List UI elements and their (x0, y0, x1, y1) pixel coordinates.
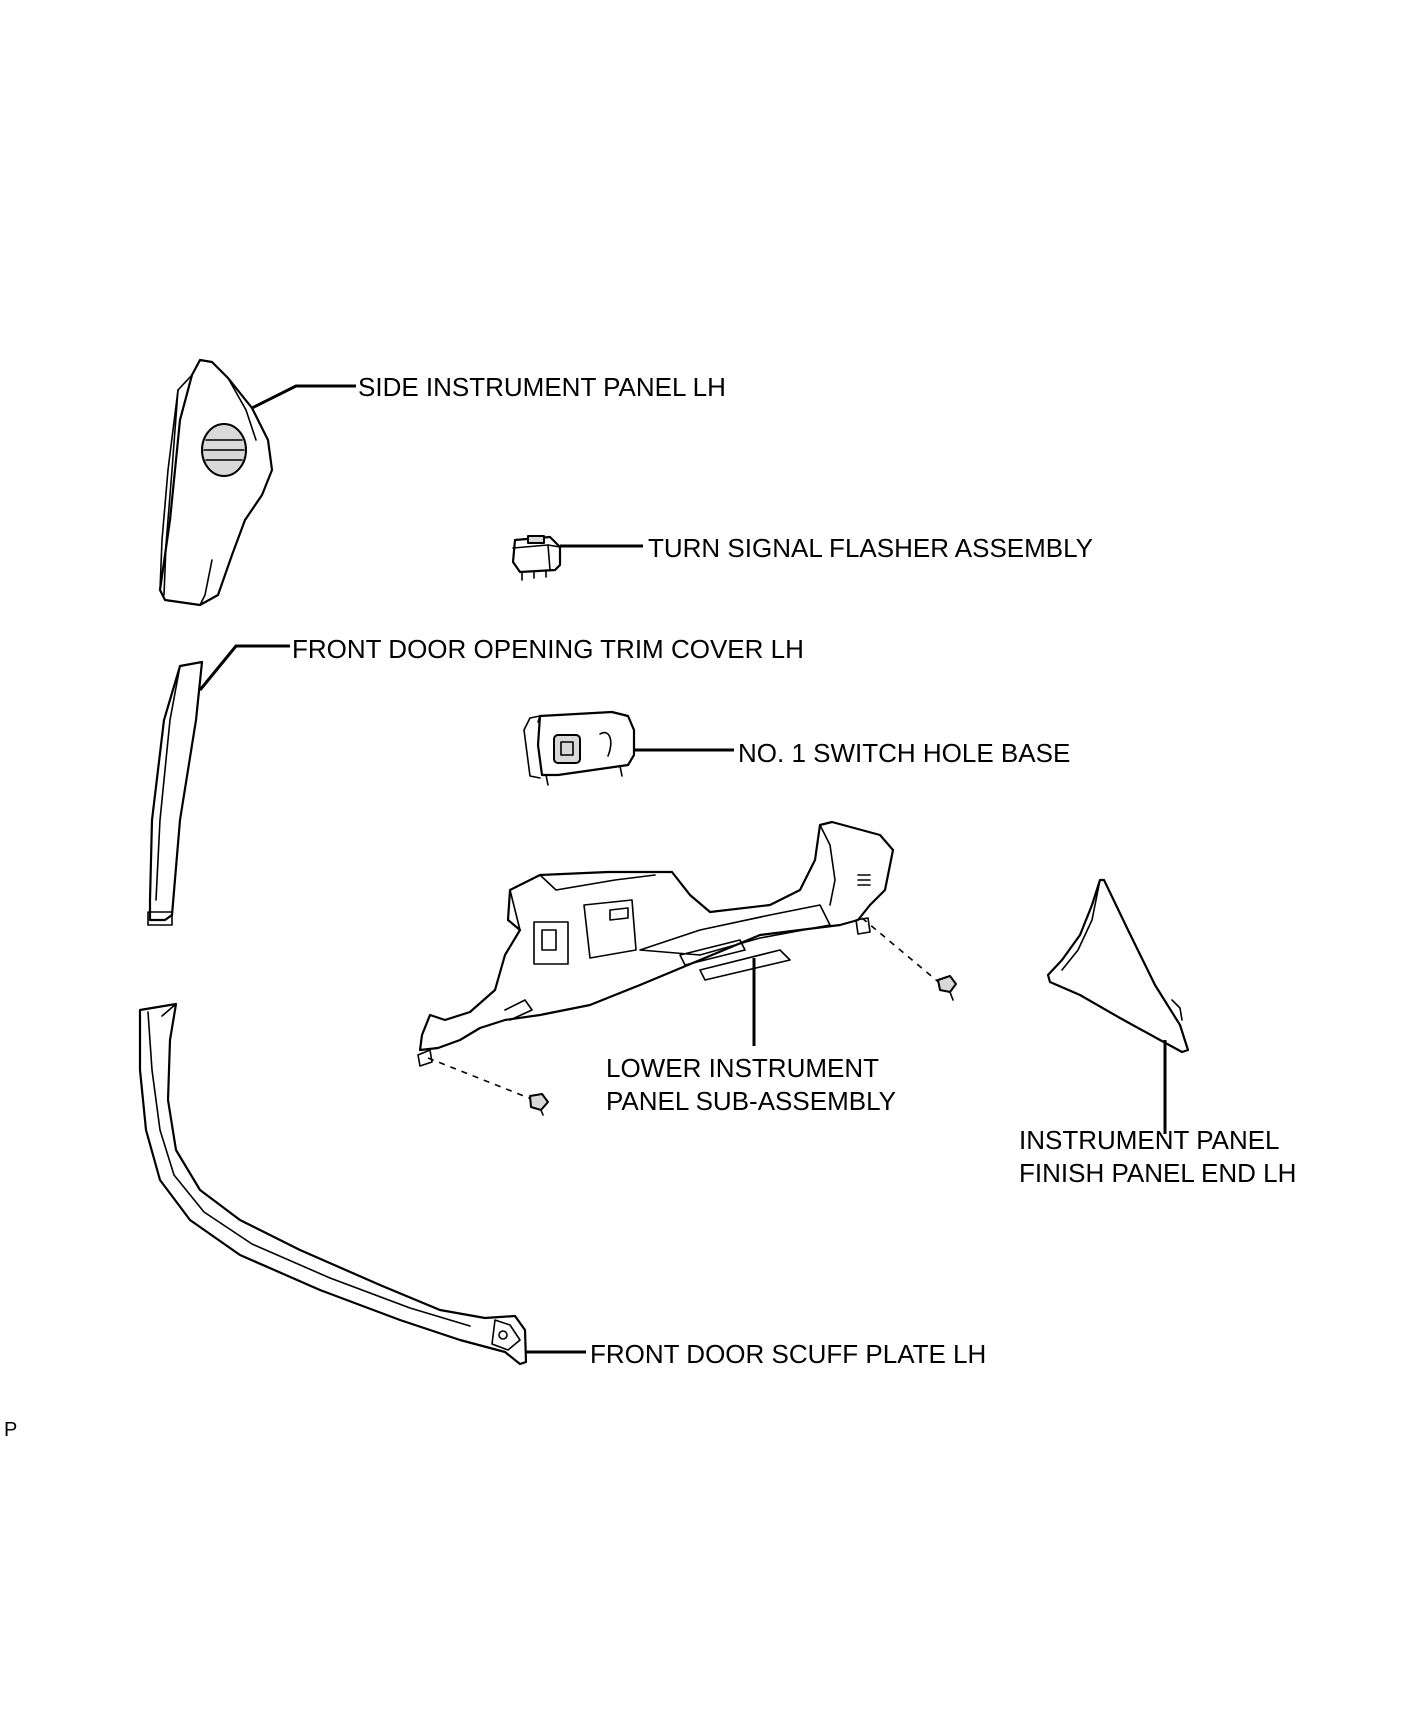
turn-signal-flasher-part (511, 535, 562, 581)
label-finish-panel-end-line2: FINISH PANEL END LH (1019, 1158, 1297, 1188)
side-instrument-panel-leader (251, 384, 356, 410)
label-lower-instrument-panel-line2: PANEL SUB-ASSEMBLY (606, 1086, 896, 1116)
finish-panel-end-part (1046, 878, 1190, 1054)
label-turn-signal-flasher: TURN SIGNAL FLASHER ASSEMBLY (648, 533, 1094, 563)
label-finish-panel-end: INSTRUMENT PANEL FINISH PANEL END LH (1019, 1124, 1296, 1190)
label-finish-panel-end-line1: INSTRUMENT PANEL (1019, 1125, 1280, 1155)
screw-left (427, 1057, 549, 1116)
label-side-instrument-panel: SIDE INSTRUMENT PANEL LH (358, 372, 726, 402)
label-lower-instrument-panel: LOWER INSTRUMENT PANEL SUB-ASSEMBLY (606, 1052, 896, 1118)
label-front-door-opening-trim: FRONT DOOR OPENING TRIM COVER LH (292, 634, 804, 664)
switch-hole-base-part (523, 710, 636, 786)
label-lower-instrument-panel-line1: LOWER INSTRUMENT (606, 1053, 879, 1083)
front-door-opening-trim-part (147, 660, 204, 926)
label-switch-hole-base: NO. 1 SWITCH HOLE BASE (738, 738, 1071, 768)
lower-instrument-panel-part (417, 820, 895, 1067)
front-door-opening-trim-leader (198, 644, 290, 691)
screw-right (861, 917, 957, 1001)
front-door-scuff-plate-part (138, 1002, 528, 1366)
label-front-door-scuff-plate: FRONT DOOR SCUFF PLATE LH (590, 1339, 987, 1369)
side-instrument-panel-part (158, 358, 274, 607)
corner-mark: P (4, 1419, 18, 1441)
